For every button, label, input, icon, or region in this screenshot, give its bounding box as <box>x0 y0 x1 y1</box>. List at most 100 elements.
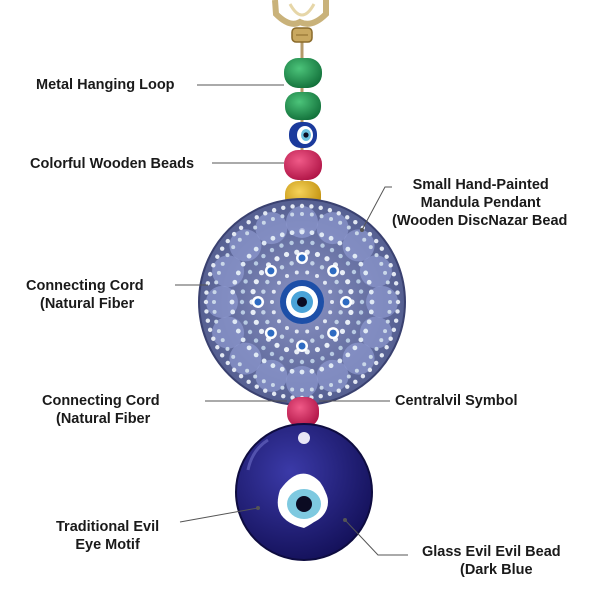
mandala-dot <box>393 281 399 286</box>
bead-green-1 <box>284 58 322 88</box>
mandala-dot <box>319 385 324 390</box>
mandala-dot <box>319 265 325 270</box>
mandala-dot <box>258 270 265 276</box>
label-glass-evil-bead: Glass Evil Evil Bead (Dark Blue <box>422 544 561 578</box>
label-central-symbol: Centralvil Symbol <box>395 393 518 409</box>
mandala-dot <box>362 362 367 367</box>
mandala-dot <box>253 225 258 230</box>
mandala-dot <box>214 319 219 324</box>
mandala-dot <box>379 246 385 251</box>
mandala-dot <box>246 219 251 225</box>
mandala-dot <box>358 289 364 294</box>
mandala-dot <box>319 366 325 372</box>
mandala-dot <box>271 310 276 315</box>
mandala-dot <box>363 328 369 334</box>
mandala-dot <box>247 329 253 335</box>
mandala-dot <box>385 280 390 285</box>
mandala-dot <box>310 261 315 266</box>
mandala-dot <box>363 270 369 276</box>
mandala-dot <box>215 345 220 350</box>
mandala-dot <box>232 279 238 285</box>
mandala-dot <box>203 299 209 305</box>
bead-evil-eye-small <box>289 122 317 148</box>
mandala-dot <box>231 231 237 237</box>
mandala-dot <box>212 300 216 304</box>
mandala-eye-pupil <box>329 329 337 337</box>
mandala-dot <box>366 279 372 285</box>
mandala-dot <box>358 261 364 267</box>
mandala-dot <box>271 289 276 294</box>
label-colorful-wooden-beads: Colorful Wooden Beads <box>30 156 195 172</box>
mandala-dot <box>204 290 209 295</box>
mandala-dot <box>310 358 315 364</box>
mandala-dot <box>327 207 333 213</box>
mandala-petal <box>342 229 375 262</box>
mandala-dot <box>391 271 397 277</box>
mandala-dot <box>265 279 270 285</box>
mandala-dot <box>253 338 259 343</box>
mandala-dot <box>279 356 284 361</box>
mandala-dot <box>309 387 314 392</box>
mandala-eye-pupil <box>254 298 262 306</box>
mandala-dot <box>356 320 361 325</box>
mandala-petal <box>255 359 288 392</box>
mandala-dot <box>281 393 286 399</box>
mandala-dot <box>393 318 399 323</box>
mandala-dot <box>379 338 384 343</box>
mandala-petal <box>316 212 349 245</box>
mandala-dot <box>261 310 266 315</box>
mandala-dot <box>358 310 364 315</box>
mandala-dot <box>320 356 325 361</box>
mandala-dot <box>310 240 315 246</box>
mandala-dot <box>353 379 358 385</box>
mandala-dot <box>368 354 373 359</box>
mandala-dot <box>246 345 252 351</box>
mandala-dot <box>352 253 358 259</box>
mandala-dot <box>279 334 285 339</box>
mandala-dot <box>285 274 289 279</box>
mandala-dot <box>231 367 237 373</box>
mandala-dot <box>235 270 241 276</box>
mandala-dot <box>351 329 357 335</box>
mandala-dot <box>270 383 275 388</box>
mandala-dot <box>391 327 397 333</box>
mandala-dot <box>269 351 275 357</box>
mandala-dot <box>368 245 373 250</box>
mandala-dot <box>338 289 343 294</box>
mandala-dot <box>280 214 285 219</box>
mandala-petal <box>212 255 245 288</box>
mandala-dot <box>253 374 258 379</box>
mandala-dot <box>299 229 305 235</box>
mandala-dot <box>362 237 367 242</box>
mandala-dot <box>204 309 209 314</box>
bead-pink <box>284 150 322 180</box>
mandala-dot <box>339 270 346 276</box>
mandala-pendant <box>198 198 406 406</box>
mandala-dot <box>289 358 294 364</box>
mandala-dot <box>329 216 334 221</box>
mandala-dot <box>360 374 366 379</box>
mandala-dot <box>305 329 310 334</box>
mandala-dot <box>300 388 304 392</box>
mandala-dot <box>283 251 290 258</box>
mandala-dot <box>269 247 275 253</box>
mandala-dot <box>366 319 372 325</box>
mandala-dot <box>338 345 343 351</box>
mandala-dot <box>261 220 266 225</box>
mandala-dot <box>300 212 304 216</box>
mandala-petal <box>359 255 392 288</box>
mandala-dot <box>281 205 286 211</box>
mandala-dot <box>314 346 321 353</box>
mandala-dot <box>265 319 270 325</box>
mandala-dot <box>345 279 351 285</box>
mandala-dot <box>270 235 276 241</box>
mandala-dot <box>374 346 379 351</box>
mandala-dot <box>271 207 277 213</box>
mandala-dot <box>329 247 335 253</box>
mandala-dot <box>240 310 246 315</box>
mandala-petal <box>316 359 349 392</box>
mandala-dot <box>220 338 225 343</box>
mandala-dot <box>219 353 225 358</box>
mandala-dot <box>279 243 284 248</box>
mandala-dot <box>328 235 334 241</box>
